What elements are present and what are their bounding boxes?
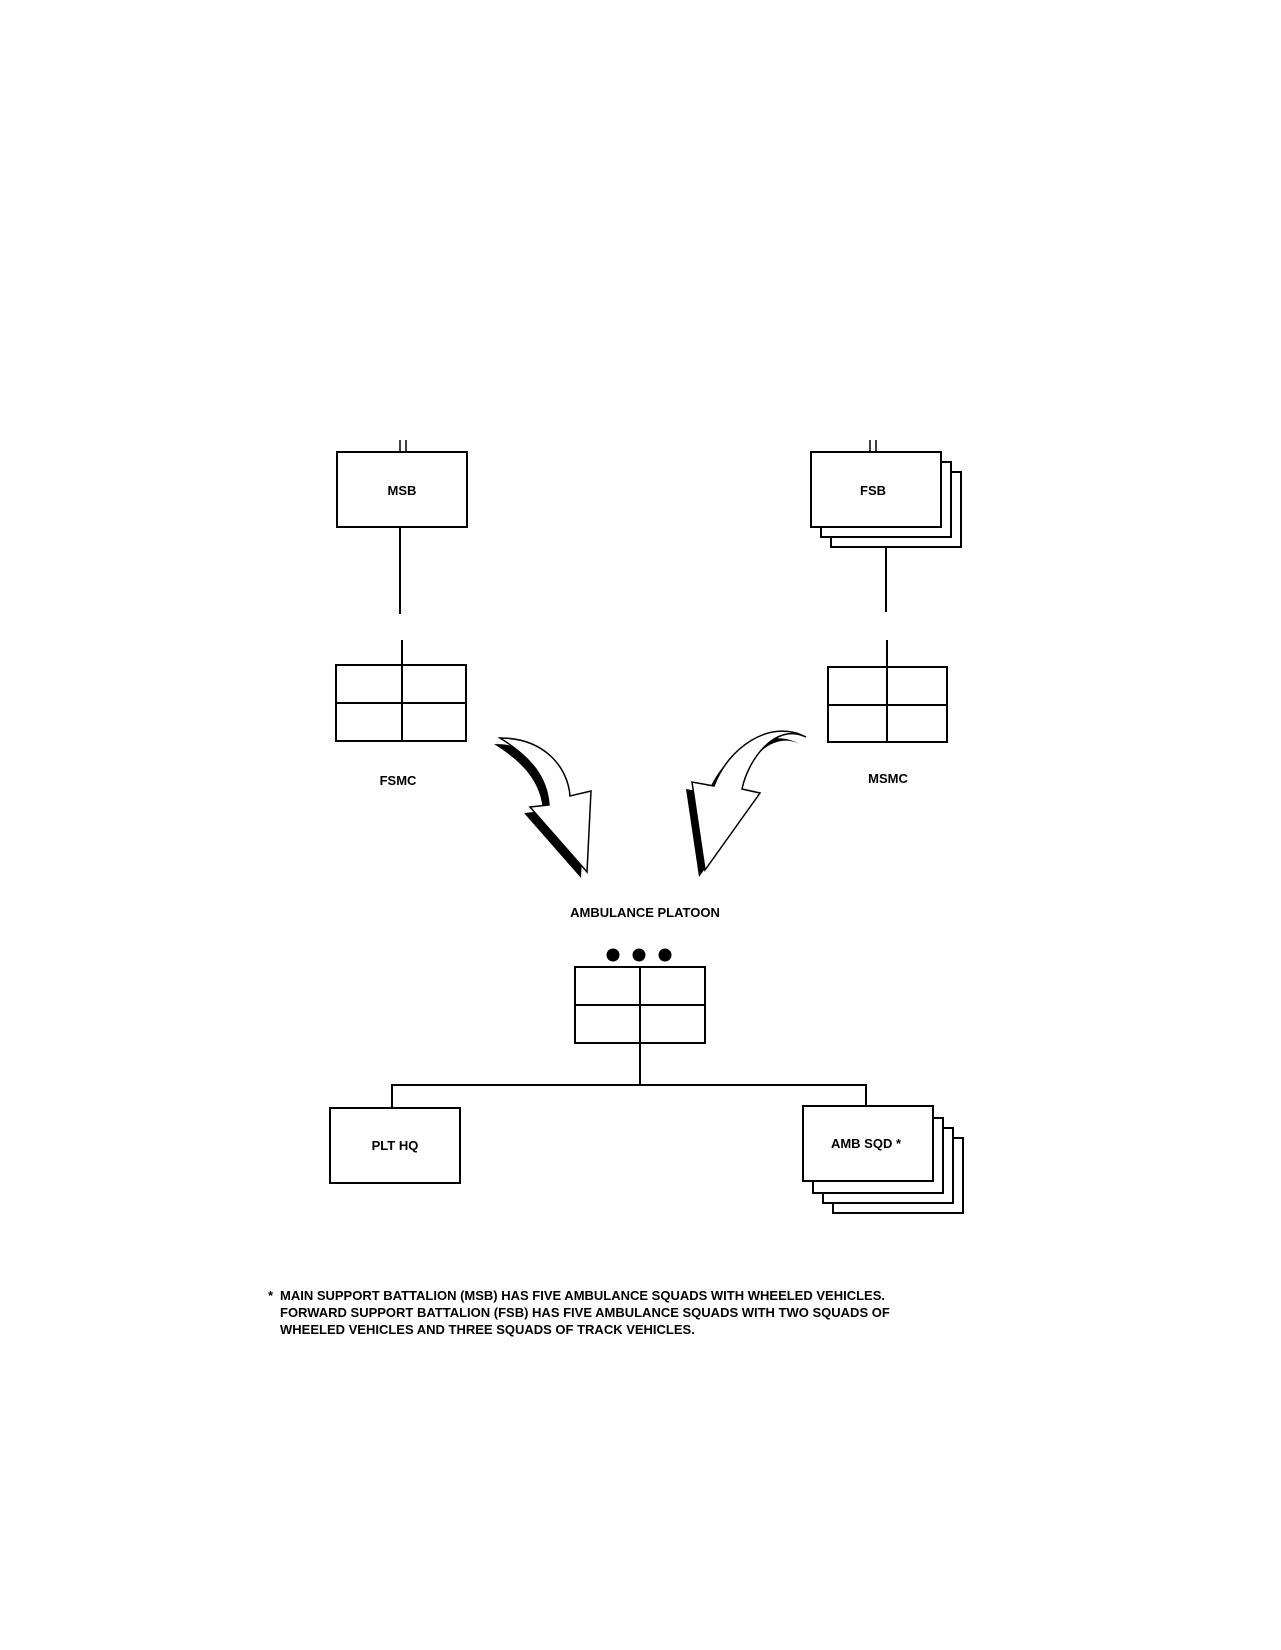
left-curved-arrow [494, 737, 592, 878]
msmc-label: MSMC [868, 771, 908, 786]
ambulance-platoon-node [574, 966, 706, 1085]
right-curved-arrow [686, 730, 807, 877]
amb-sqd-node: AMB SQD * [802, 1105, 964, 1214]
fsmc-label: FSMC [380, 773, 417, 788]
footnote-marker: * [268, 1288, 274, 1303]
footnote: * MAIN SUPPORT BATTALION (MSB) HAS FIVE … [268, 1287, 1000, 1338]
amb-sqd-label: AMB SQD * [831, 1136, 902, 1151]
plt-hq-node: PLT HQ [329, 1107, 461, 1184]
msb-label: MSB [388, 483, 417, 498]
footnote-line: FORWARD SUPPORT BATTALION (FSB) HAS FIVE… [280, 1305, 890, 1320]
platoon-branch-connector [391, 1084, 867, 1108]
fsb-node: FSB [810, 440, 962, 548]
ambulance-platoon-label: AMBULANCE PLATOON [570, 905, 720, 920]
msb-node: MSB [336, 440, 468, 528]
footnote-line: MAIN SUPPORT BATTALION (MSB) HAS FIVE AM… [280, 1288, 885, 1303]
plt-hq-label: PLT HQ [372, 1138, 419, 1153]
fsb-label: FSB [860, 483, 886, 498]
fsmc-node [335, 640, 467, 742]
footnote-line: WHEELED VEHICLES AND THREE SQUADS OF TRA… [280, 1322, 695, 1337]
msmc-node [827, 640, 948, 743]
platoon-echelon-dots [606, 948, 672, 962]
